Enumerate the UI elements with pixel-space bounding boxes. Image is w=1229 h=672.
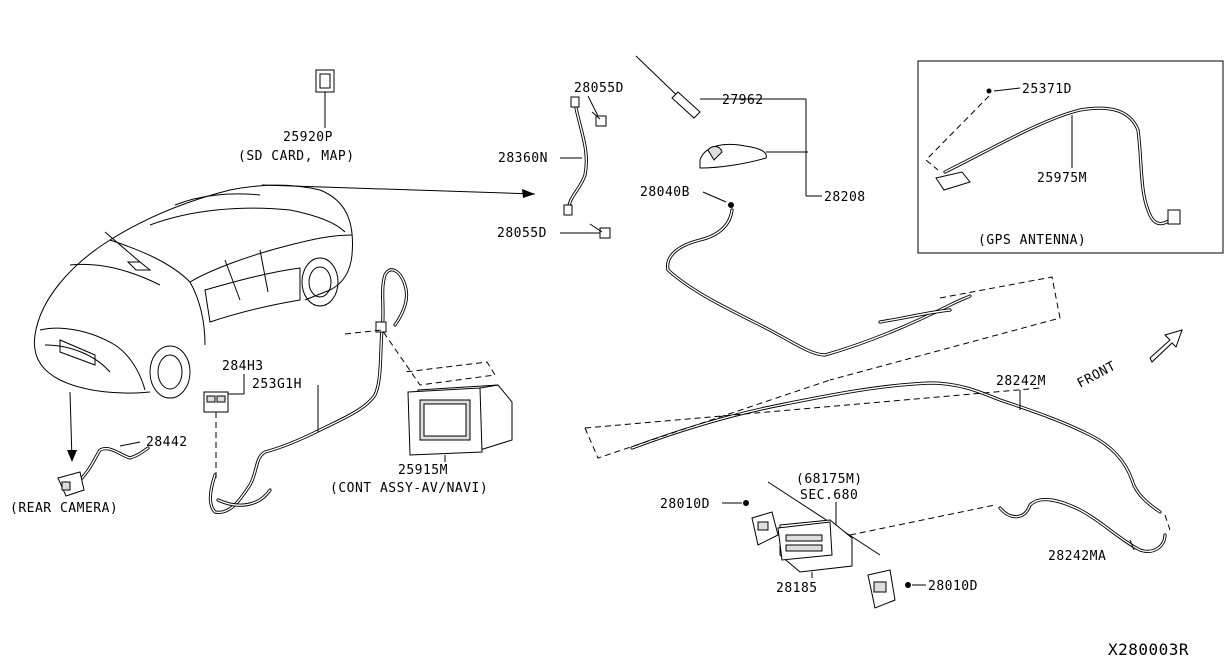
label-28040B: 28040B [640, 185, 690, 200]
dashed-connection [344, 329, 496, 386]
label-28185: 28185 [776, 581, 818, 596]
label-68175M: (68175M) [796, 472, 863, 487]
label-28242MA: 28242MA [1048, 549, 1106, 564]
gps-antenna-panel [917, 60, 1224, 254]
screw-25371D [986, 88, 992, 94]
label-gps-antenna: (GPS ANTENNA) [978, 233, 1086, 248]
roof-antenna-harness [666, 208, 972, 357]
label-28242M: 28242M [996, 374, 1046, 389]
label-28360N: 28360N [498, 151, 548, 166]
arrow-head-icon [522, 189, 535, 198]
label-28055D-top: 28055D [574, 81, 624, 96]
diagram-id: X280003R [1108, 640, 1189, 659]
antenna-base-part [699, 143, 767, 169]
arrow-head-icon [67, 450, 77, 462]
label-front: FRONT [1075, 359, 1119, 392]
pointer-line-camera [69, 391, 73, 461]
bracket-right [867, 569, 896, 609]
label-28208: 28208 [824, 190, 866, 205]
bolt-28055D-top [591, 111, 607, 127]
gps-antenna-cable [935, 106, 1181, 226]
label-25920P: 25920P [283, 130, 333, 145]
sd-card-part [315, 69, 335, 93]
screw-28010D-left [743, 500, 749, 506]
leader-line [993, 87, 1021, 92]
leader-line [1129, 539, 1135, 551]
leader-line [587, 95, 599, 117]
antenna-rod-27962 [635, 55, 701, 119]
dashed-connection [925, 95, 990, 171]
leader-line [119, 441, 141, 447]
harness-28242MA [998, 497, 1167, 553]
screw-28010D-right [905, 582, 911, 588]
label-28442: 28442 [146, 435, 188, 450]
label-rear-camera: (REAR CAMERA) [10, 501, 118, 516]
dashed-connection [849, 504, 1171, 536]
navi-unit-25915M [407, 384, 513, 456]
vehicle-illustration [33, 184, 354, 399]
connector-284H3 [203, 391, 229, 413]
label-284H3: 284H3 [222, 359, 264, 374]
leader-line [702, 191, 727, 203]
harness-28242M [630, 381, 1162, 514]
clip-28040B [728, 202, 734, 208]
dashed-connection [829, 276, 1061, 381]
label-28055D-bottom: 28055D [497, 226, 547, 241]
rear-camera-part [57, 446, 150, 497]
label-sec680: SEC.680 [800, 488, 858, 503]
bracket-left [751, 511, 779, 546]
label-28010D-right: 28010D [928, 579, 978, 594]
bracket-line [767, 481, 881, 556]
front-direction-indicator: FRONT [1075, 329, 1183, 392]
audio-unit-28185 [777, 519, 853, 573]
front-arrow-icon [1149, 329, 1183, 363]
label-28010D-left: 28010D [660, 497, 710, 512]
label-sd-card: (SD CARD, MAP) [238, 149, 355, 164]
label-cont-assy: (CONT ASSY-AV/NAVI) [330, 481, 488, 496]
pointer-line-sd [261, 184, 536, 195]
dashed-connection [584, 379, 1041, 459]
label-25975M: 25975M [1037, 171, 1087, 186]
bolt-28055D-bottom [589, 223, 611, 239]
harness-253G1H [208, 268, 409, 514]
label-253G1H: 253G1H [252, 377, 302, 392]
label-27962: 27962 [722, 93, 764, 108]
cable-28360N [563, 96, 588, 216]
label-25371D: 25371D [1022, 82, 1072, 97]
label-25915M: 25915M [398, 463, 448, 478]
